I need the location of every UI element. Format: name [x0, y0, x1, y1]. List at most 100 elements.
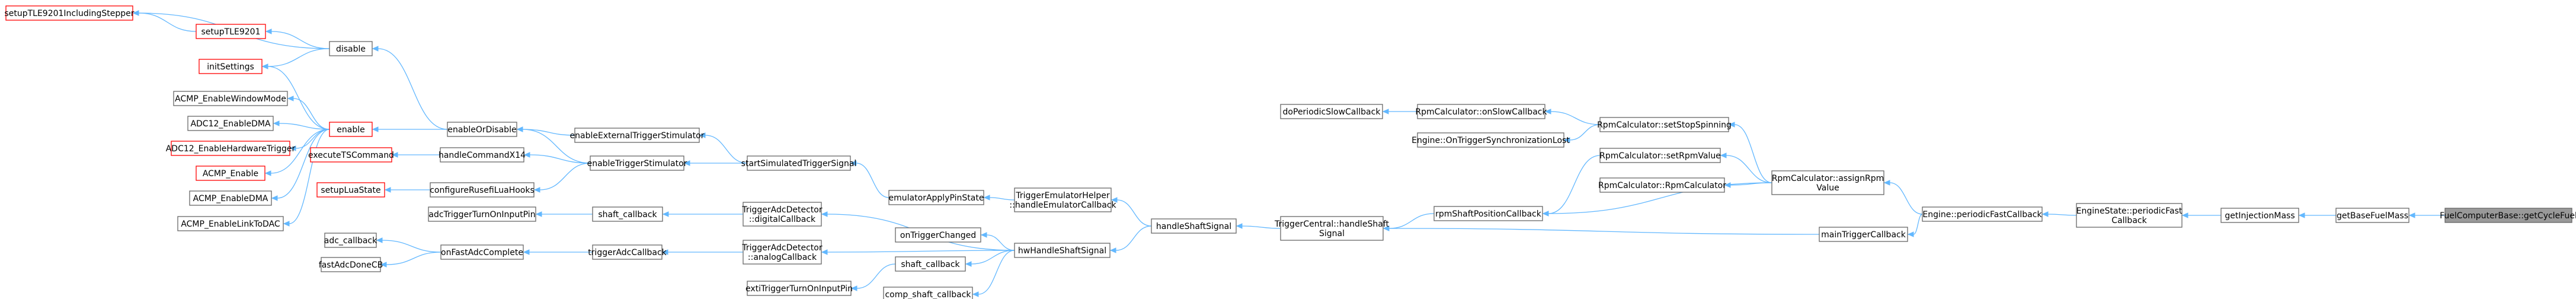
function-node-adc-trigger-turn-on-input-pin[interactable]: adcTriggerTurnOnInputPin [428, 206, 536, 222]
node-box [1433, 206, 1543, 221]
function-node-shaft-callback-2[interactable]: shaft_callback [895, 256, 966, 272]
function-node-setup-lua-state[interactable]: setupLuaState [316, 182, 385, 198]
edge-arrowhead-icon [850, 160, 857, 166]
function-node-acmp-enable[interactable]: ACMP_Enable [196, 166, 265, 181]
function-node-get-base-fuel-mass[interactable]: getBaseFuelMass [2335, 208, 2409, 223]
edge-line [1726, 155, 1772, 183]
function-node-shaft-callback-1[interactable]: shaft_callback [592, 206, 663, 222]
function-node-engine-state-periodic-fast-callback[interactable]: EngineState::periodicFastCallback [2076, 203, 2183, 228]
node-label: ADC12_EnableDMA [190, 119, 270, 129]
call-edge-rpm-calculator-assign-rpm-value-to-rpm-calculator-set-stop-spinning [1728, 122, 1772, 183]
call-edge-start-simulated-trigger-signal-to-enable-trigger-stimulator [683, 160, 748, 166]
function-node-enable-external-trigger-stimulator[interactable]: enableExternalTriggerStimulator [570, 128, 705, 143]
edge-line [382, 240, 441, 253]
function-node-trigger-emulator-helper[interactable]: TriggerEmulatorHelper::handleEmulatorCal… [1009, 187, 1116, 212]
function-node-acmp-enable-window-mode[interactable]: ACMP_EnableWindowMode [173, 91, 288, 106]
function-node-acmp-enable-link-to-dac[interactable]: ACMP_EnableLinkToDAC [177, 216, 284, 231]
function-node-exti-trigger-turn-on-input-pin[interactable]: extiTriggerTurnOnInputPin [745, 281, 853, 296]
function-node-setup-tle9201including-stepper[interactable]: setupTLE9201IncludingStepper [4, 5, 135, 21]
function-node-setup-tle9201[interactable]: setupTLE9201 [196, 24, 266, 39]
edge-line [1569, 124, 1601, 141]
node-label: emulatorApplyPinState [889, 193, 984, 203]
function-node-comp-shaft-callback[interactable]: comp_shaft_callback [883, 287, 973, 299]
node-box [883, 287, 973, 299]
function-node-enable-or-disable[interactable]: enableOrDisable [447, 122, 517, 137]
function-node-emulator-apply-pin-state[interactable]: emulatorApplyPinState [888, 190, 984, 205]
function-node-acmp-enable-dma[interactable]: ACMP_EnableDMA [189, 190, 272, 206]
node-label: onTriggerChanged [900, 231, 976, 240]
function-node-engine-on-trigger-sync[interactable]: Engine::OnTriggerSynchronizationLost [1412, 132, 1570, 148]
node-label: Engine::periodicFastCallback [1922, 210, 2042, 220]
call-edge-enable-trigger-stimulator-to-handle-command-x14 [523, 152, 591, 164]
node-label: shaft_callback [598, 210, 657, 220]
call-edge-hw-handle-shaft-signal-to-on-trigger-changed [980, 232, 1015, 251]
edge-arrowhead-icon [523, 152, 530, 158]
function-node-get-injection-mass[interactable]: getInjectionMass [2220, 208, 2299, 223]
node-box [747, 281, 852, 296]
edge-line [1548, 155, 1601, 214]
node-label: initSettings [207, 62, 254, 72]
call-edge-enable-to-acmp-enable [264, 129, 330, 176]
call-edge-get-base-fuel-mass-to-get-injection-mass [2298, 212, 2337, 218]
node-box [310, 147, 392, 163]
node-box [316, 182, 385, 198]
edge-arrowhead-icon [533, 187, 540, 193]
function-node-disable[interactable]: disable [329, 41, 373, 56]
function-node-trigger-adc-callback[interactable]: triggerAdcCallback [588, 244, 667, 260]
call-edge-enable-to-adc12-enable-dma [273, 120, 330, 130]
edge-line [971, 250, 1015, 265]
function-node-hw-handle-shaft-signal[interactable]: hwHandleShaftSignal [1014, 243, 1111, 258]
function-node-do-periodic-slow-callback[interactable]: doPeriodicSlowCallback [1280, 104, 1383, 119]
call-edge-fuel-computer-base-get-cycle-fuel-to-get-base-fuel-mass [2408, 212, 2446, 218]
edge-line [1548, 182, 1772, 214]
call-edge-enable-or-disable-to-disable [372, 46, 448, 130]
function-node-configure-rusefi-lua-hooks[interactable]: configureRusefiLuaHooks [430, 182, 535, 198]
node-box [440, 244, 524, 260]
node-box [592, 244, 663, 260]
edge-arrowhead-icon [2181, 212, 2188, 218]
node-box [895, 227, 981, 243]
node-box [1599, 177, 1725, 193]
call-edge-hw-handle-shaft-signal-to-comp-shaft-callback [972, 250, 1015, 297]
function-node-rpm-calculator-set-stop-spinning[interactable]: RpmCalculator::setStopSpinning [1597, 117, 1732, 132]
function-node-start-simulated-trigger-signal[interactable]: startSimulatedTriggerSignal [741, 155, 857, 171]
function-node-handle-command-x14[interactable]: handleCommandX14 [439, 147, 526, 163]
function-node-adc12-enable-hardware-trigger[interactable]: ADC12_EnableHardwareTrigger [166, 141, 296, 156]
function-node-on-trigger-changed[interactable]: onTriggerChanged [895, 227, 981, 243]
call-edge-trigger-adc-detector-analog-to-trigger-adc-callback [661, 249, 744, 255]
function-node-trigger-adc-detector-digital[interactable]: TriggerAdcDetector::digitalCallback [741, 202, 823, 227]
function-node-main-trigger-callback[interactable]: mainTriggerCallback [1819, 227, 1908, 242]
edge-line [529, 154, 591, 164]
function-node-adc12-enable-dma[interactable]: ADC12_EnableDMA [187, 116, 274, 131]
edge-arrowhead-icon [376, 237, 383, 243]
node-label: rpmShaftPositionCallback [1435, 209, 1542, 219]
node-label: startSimulatedTriggerSignal [741, 159, 857, 168]
function-node-rpm-calculator-rpm-calculator[interactable]: RpmCalculator::RpmCalculator [1598, 177, 1726, 193]
function-node-enable[interactable]: enable [329, 122, 373, 137]
function-node-rpm-shaft-position-callback[interactable]: rpmShaftPositionCallback [1433, 206, 1543, 221]
node-label: TriggerAdcDetector [741, 205, 822, 215]
call-edge-on-fast-adc-complete-to-adc-callback [376, 237, 441, 253]
node-label: onFastAdcComplete [441, 248, 523, 257]
call-edge-rpm-calculator-set-rpm-value-to-rpm-shaft-position-callback [1542, 155, 1601, 217]
function-node-rpm-calculator-on-slow-callback[interactable]: RpmCalculator::onSlowCallback [1415, 104, 1547, 119]
function-node-on-fast-adc-complete[interactable]: onFastAdcComplete [440, 244, 524, 260]
call-edge-enable-trigger-stimulator-to-configure-rusefi-lua-hooks [533, 163, 591, 193]
function-node-rpm-calculator-set-rpm-value[interactable]: RpmCalculator::setRpmValue [1599, 148, 1721, 163]
node-label: extiTriggerTurnOnInputPin [745, 284, 853, 294]
function-node-fast-adc-done-cb[interactable]: fastAdcDoneCB [319, 257, 383, 272]
node-box [189, 190, 272, 206]
function-node-execute-tscommand[interactable]: executeTSCommand [308, 147, 394, 163]
function-node-engine-periodic-fast-callback[interactable]: Engine::periodicFastCallback [1922, 206, 2043, 222]
node-box [2220, 208, 2299, 223]
node-box [574, 128, 700, 143]
function-node-adc-callback[interactable]: adc_callback [324, 233, 377, 248]
function-node-trigger-adc-detector-analog[interactable]: TriggerAdcDetector::analogCallback [741, 240, 823, 265]
function-node-enable-trigger-stimulator[interactable]: enableTriggerStimulator [587, 155, 687, 171]
function-node-handle-shaft-signal[interactable]: handleShaftSignal [1151, 218, 1237, 234]
function-node-init-settings[interactable]: initSettings [199, 59, 263, 74]
node-box [888, 190, 984, 205]
edge-arrowhead-icon [264, 170, 271, 176]
function-node-trigger-central-handle-shaft[interactable]: TriggerCentral::handleShaftSignal [1274, 216, 1389, 241]
